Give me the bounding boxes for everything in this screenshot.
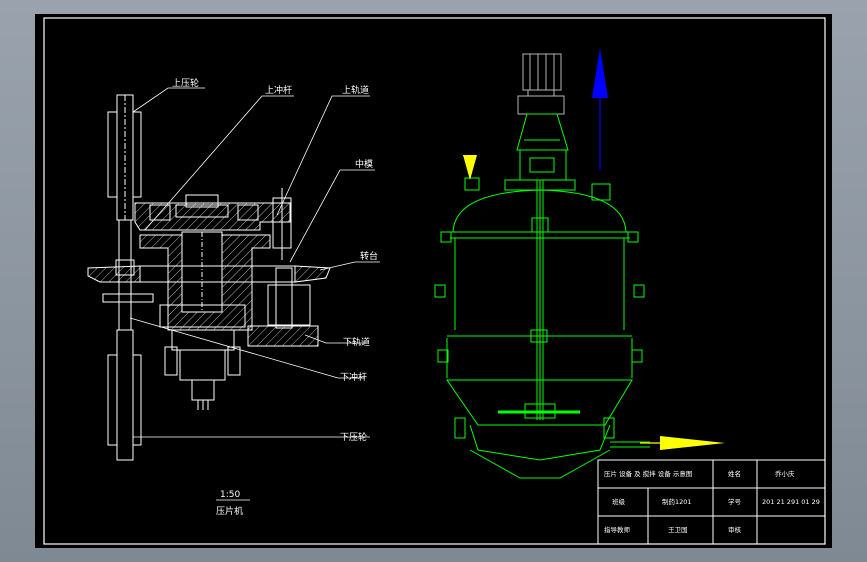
label-middle-die: 中模 bbox=[355, 158, 373, 170]
press-labels: 上压轮 上冲杆 上轨道 中模 转台 下轨道 下冲杆 下压轮 bbox=[172, 77, 378, 443]
label-lower-press-wheel: 下压轮 bbox=[340, 431, 367, 443]
drawing-frame bbox=[43, 17, 826, 545]
tb-name-label: 姓名 bbox=[728, 469, 741, 478]
lower-punch-assembly bbox=[164, 329, 241, 410]
arrow-down-icon bbox=[463, 155, 477, 180]
arrow-up-icon bbox=[592, 48, 608, 98]
scale-value: 1:50 bbox=[220, 490, 240, 500]
lower-press-wheel bbox=[107, 329, 142, 461]
title-block-text: 压片 设备 及 搅拌 设备 示意图 姓名 乔小庆 班级 制药1201 学号 20… bbox=[604, 469, 820, 534]
tb-id-value: 201 21 291 01 29 bbox=[762, 498, 820, 506]
tb-id-label: 学号 bbox=[728, 497, 742, 506]
tb-name-value: 乔小庆 bbox=[775, 469, 795, 478]
label-lower-track: 下轨道 bbox=[343, 336, 370, 348]
drawing-sheet bbox=[35, 14, 832, 548]
label-upper-track: 上轨道 bbox=[342, 84, 369, 96]
tb-class-label: 班级 bbox=[612, 497, 626, 506]
scale-note: 1:50 压片机 bbox=[216, 490, 250, 517]
label-lower-punch-rod: 下冲杆 bbox=[340, 371, 367, 383]
tablet-press-section bbox=[87, 87, 380, 461]
scale-drawing-name: 压片机 bbox=[216, 505, 243, 517]
tb-review-label: 审核 bbox=[728, 525, 742, 534]
tb-drawing-title: 压片 设备 及 搅拌 设备 示意图 bbox=[604, 469, 692, 478]
title-block bbox=[597, 459, 826, 545]
label-upper-punch-rod: 上冲杆 bbox=[265, 84, 292, 96]
tb-advisor-value: 王卫国 bbox=[668, 526, 688, 534]
press-body bbox=[87, 188, 331, 347]
tb-advisor-label: 指导教师 bbox=[604, 525, 631, 534]
feed-arrows bbox=[463, 48, 725, 450]
label-die-table: 转台 bbox=[360, 250, 378, 262]
mixing-vessel bbox=[434, 53, 650, 479]
arrow-right-icon bbox=[660, 436, 725, 450]
label-upper-press-wheel: 上压轮 bbox=[172, 77, 199, 89]
upper-press-wheel bbox=[107, 94, 142, 221]
tb-class-value: 制药1201 bbox=[662, 497, 692, 506]
leader-lines bbox=[129, 87, 380, 438]
